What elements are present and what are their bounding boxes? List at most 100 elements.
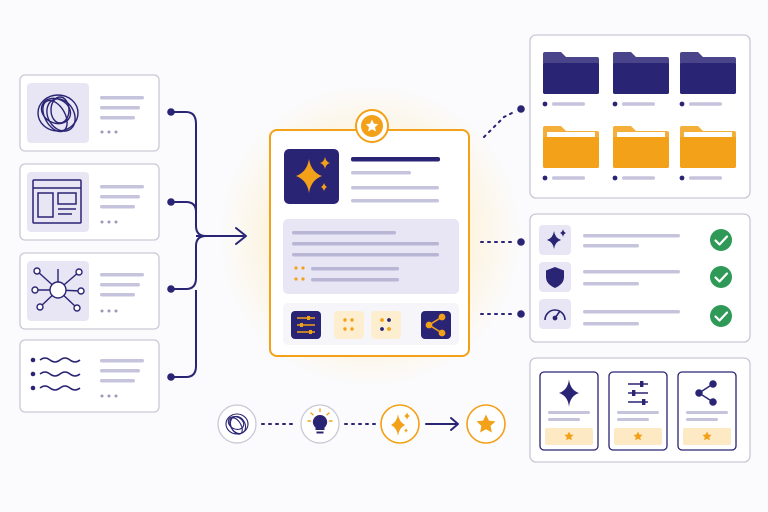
connector-dots <box>517 105 525 318</box>
process-step[interactable] <box>466 404 506 444</box>
text-line <box>311 267 399 271</box>
text-line <box>292 231 396 235</box>
dots-icon <box>380 318 391 331</box>
output-panel <box>529 357 751 463</box>
folder-item[interactable] <box>679 126 736 181</box>
star-icon <box>633 431 643 441</box>
checklist-row[interactable] <box>539 262 732 292</box>
folder-label-line <box>552 102 585 106</box>
input-card[interactable] <box>19 339 160 413</box>
text-line <box>100 116 135 120</box>
folder-label-line <box>622 102 655 106</box>
text-line <box>100 283 140 287</box>
output-connectors <box>480 110 517 315</box>
text-line <box>100 205 135 209</box>
output-card[interactable] <box>539 371 599 451</box>
network-node-icon <box>31 267 85 312</box>
title-line <box>351 157 440 162</box>
process-step[interactable] <box>217 404 257 444</box>
folder-dot <box>542 175 548 181</box>
sparkle-icon <box>559 379 579 407</box>
check-icon <box>710 266 732 288</box>
more-dots-icon <box>100 220 118 224</box>
folder-panel <box>529 34 751 199</box>
star-icon <box>476 414 496 433</box>
sliders-button[interactable] <box>291 311 321 339</box>
folder-item[interactable] <box>542 52 599 107</box>
checklist-panel <box>529 213 751 343</box>
folder-item[interactable] <box>612 126 669 181</box>
process-step[interactable] <box>300 404 340 444</box>
text-line <box>351 199 439 203</box>
star-badge-icon <box>355 109 389 143</box>
share-icon <box>695 380 717 406</box>
text-line <box>100 359 144 363</box>
dots-icon <box>294 266 305 281</box>
text-line <box>100 293 135 297</box>
folder-icon <box>613 52 669 94</box>
folder-label-line <box>552 176 585 180</box>
text-line <box>100 195 140 199</box>
folder-icon <box>680 126 736 168</box>
input-card[interactable] <box>19 74 160 152</box>
more-dots-icon <box>100 309 118 313</box>
more-dots-icon <box>100 394 118 398</box>
text-line <box>100 185 144 189</box>
sparkle-icon <box>296 157 330 193</box>
folder-icon <box>543 126 599 168</box>
scribble-icon <box>37 94 79 133</box>
process-flow <box>217 404 506 444</box>
checklist-row[interactable] <box>539 299 732 329</box>
checklist-row[interactable] <box>539 225 732 255</box>
folder-dot <box>679 101 685 107</box>
star-icon <box>564 431 574 441</box>
input-card[interactable] <box>19 163 160 241</box>
gauge-icon <box>544 309 566 321</box>
process-step[interactable] <box>380 404 420 444</box>
connector-dots <box>167 108 175 381</box>
text-line <box>100 369 140 373</box>
input-connectors <box>171 111 247 378</box>
folder-label-line <box>689 102 722 106</box>
sparkle-icon <box>547 229 566 249</box>
folder-icon <box>543 52 599 94</box>
folder-item[interactable] <box>679 52 736 107</box>
check-icon <box>710 305 732 327</box>
sliders-icon <box>628 381 648 405</box>
arrow-icon <box>425 417 459 431</box>
shield-icon <box>546 267 564 288</box>
folder-dot <box>679 175 685 181</box>
share-icon <box>425 313 446 337</box>
text-line <box>100 96 144 100</box>
folder-dot <box>542 101 548 107</box>
dots-button[interactable] <box>334 311 364 339</box>
sparkle-icon <box>391 412 410 436</box>
folder-dot <box>612 101 618 107</box>
text-line <box>100 379 135 383</box>
folder-icon <box>680 52 736 94</box>
check-icon <box>710 229 732 251</box>
input-card[interactable] <box>19 252 160 330</box>
document-layout-icon <box>32 179 82 224</box>
text-line <box>100 106 140 110</box>
folder-icon <box>613 126 669 168</box>
folder-item[interactable] <box>542 126 599 181</box>
dots-icon <box>343 318 354 331</box>
share-button[interactable] <box>421 311 451 339</box>
folder-dot <box>612 175 618 181</box>
input-cards <box>19 74 160 413</box>
text-line <box>292 242 439 246</box>
central-card[interactable] <box>269 109 470 357</box>
text-line <box>292 253 439 257</box>
output-card[interactable] <box>677 371 737 451</box>
bullet-list-icon <box>30 357 81 391</box>
text-line <box>351 186 439 190</box>
dots-button[interactable] <box>371 311 401 339</box>
output-card[interactable] <box>608 371 668 451</box>
lightbulb-icon <box>307 408 333 434</box>
folder-item[interactable] <box>612 52 669 107</box>
text-line <box>351 171 411 175</box>
folder-label-line <box>622 176 655 180</box>
folder-label-line <box>689 176 722 180</box>
